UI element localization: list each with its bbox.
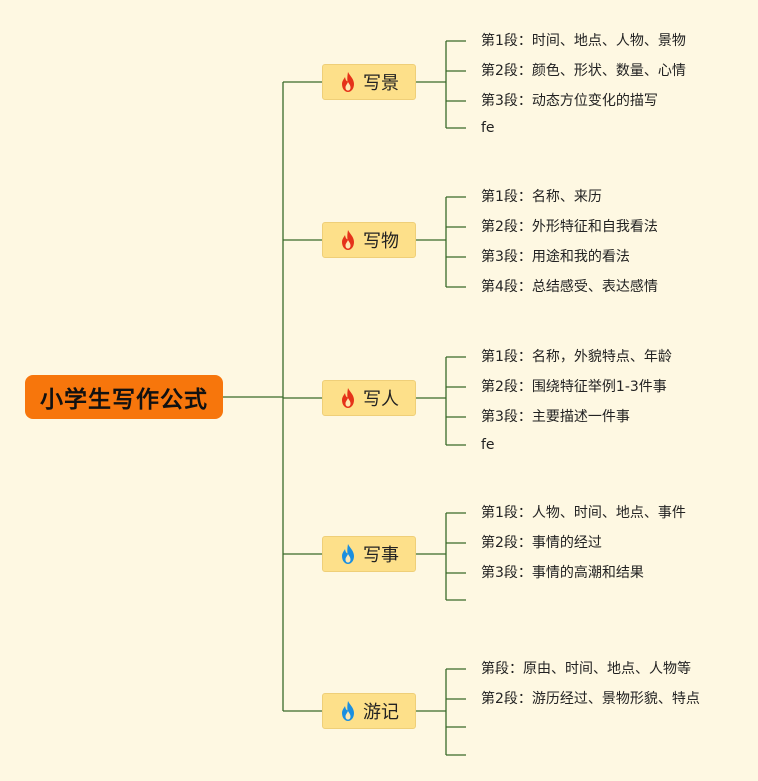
branch-node-5[interactable]: 游记 [322,693,416,729]
leaf-item[interactable]: 第2段：围绕特征举例1-3件事 [481,379,667,395]
leaf-item[interactable]: 第2段：颜色、形状、数量、心情 [481,63,686,79]
branch-node-4[interactable]: 写事 [322,536,416,572]
red-fire-icon [339,71,357,93]
leaf-item[interactable]: 第3段：用途和我的看法 [481,249,630,265]
branch-label: 写人 [363,389,399,410]
branch-label: 写事 [363,545,399,566]
leaf-item[interactable]: 第3段：动态方位变化的描写 [481,93,658,109]
branch-node-3[interactable]: 写人 [322,380,416,416]
leaf-item[interactable]: 第3段：主要描述一件事 [481,409,630,425]
root-node[interactable]: 小学生写作公式 [25,375,223,419]
leaf-item[interactable]: 第2段：游历经过、景物形貌、特点 [481,691,700,707]
branch-node-1[interactable]: 写景 [322,64,416,100]
leaf-item[interactable]: 第1段：名称，外貌特点、年龄 [481,349,672,365]
leaf-item[interactable]: 第1段：时间、地点、人物、景物 [481,33,686,49]
branch-label: 写物 [363,231,399,252]
leaf-item[interactable]: 第3段：事情的高潮和结果 [481,565,644,581]
leaf-item[interactable]: 第1段：名称、来历 [481,189,602,205]
leaf-item[interactable]: fe [481,437,495,453]
leaf-item[interactable]: 第2段：事情的经过 [481,535,602,551]
leaf-item[interactable]: fe [481,120,495,136]
root-label: 小学生写作公式 [40,387,208,413]
branch-label: 写景 [363,73,399,94]
branch-node-2[interactable]: 写物 [322,222,416,258]
leaf-item[interactable]: 第4段：总结感受、表达感情 [481,279,658,295]
red-fire-icon [339,229,357,251]
branch-label: 游记 [363,702,399,723]
leaf-item[interactable]: 第1段：人物、时间、地点、事件 [481,505,686,521]
red-fire-icon [339,387,357,409]
leaf-item[interactable]: 第段：原由、时间、地点、人物等 [481,661,691,677]
blue-fire-icon [339,700,357,722]
blue-fire-icon [339,543,357,565]
leaf-item[interactable]: 第2段：外形特征和自我看法 [481,219,658,235]
